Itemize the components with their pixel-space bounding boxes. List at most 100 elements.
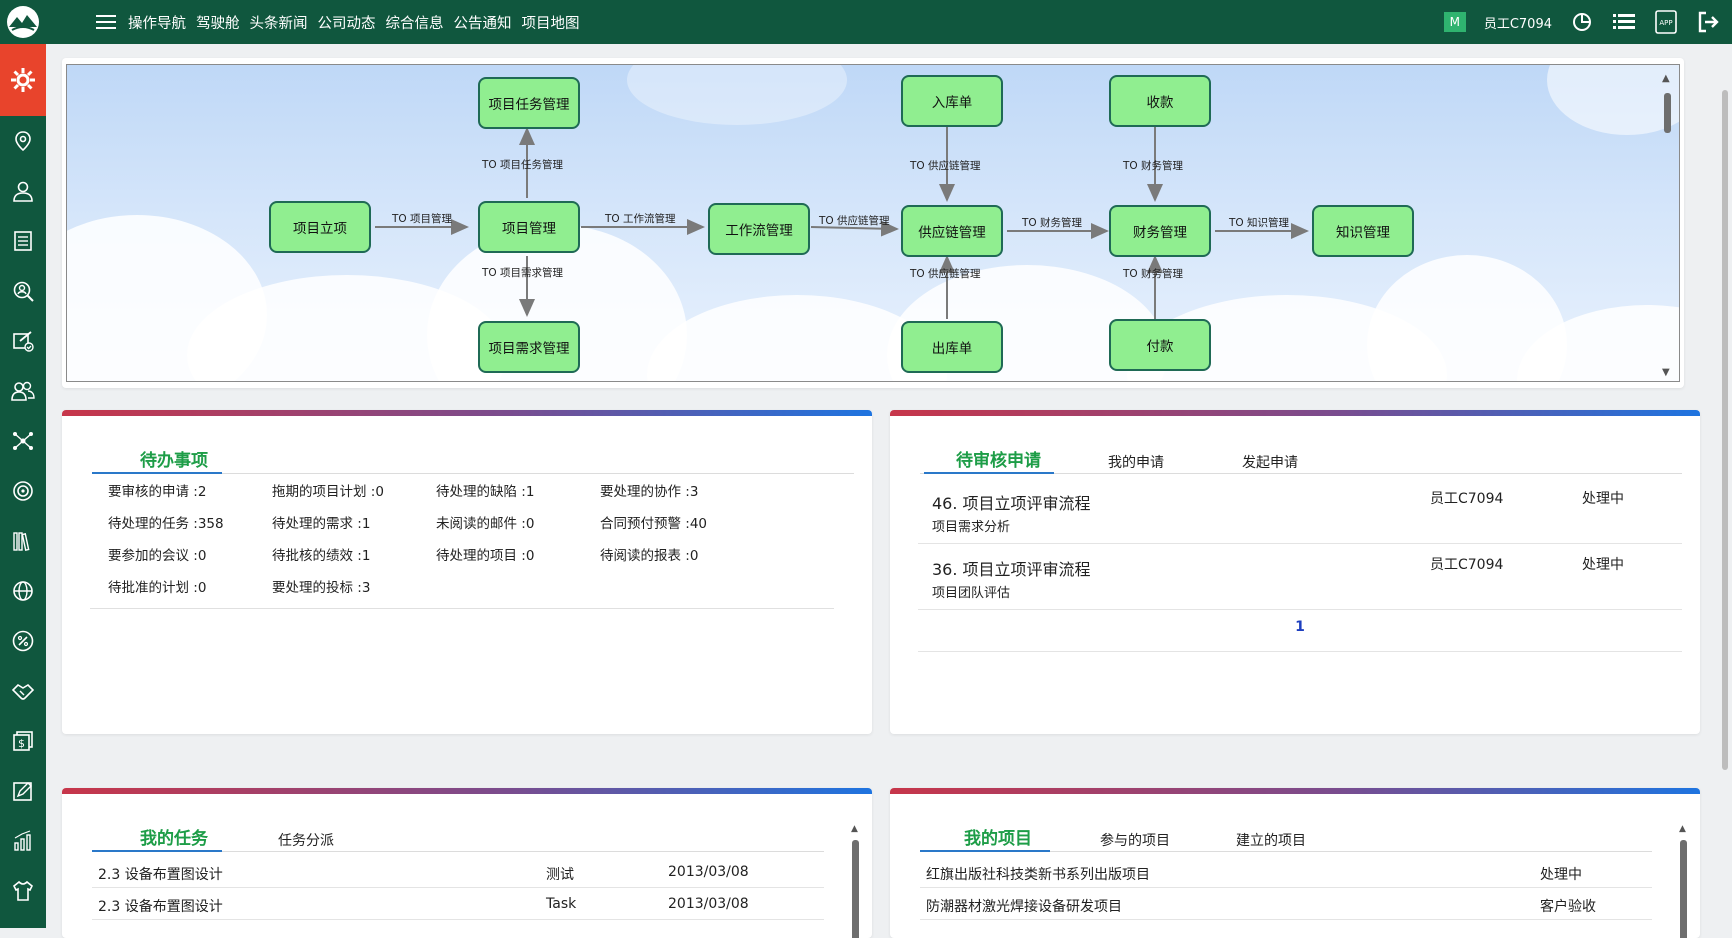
project-name[interactable]: 防潮器材激光焊接设备研发项目 (926, 899, 1122, 915)
nav-company-news[interactable]: 公司动态 (317, 15, 376, 32)
tab-todo[interactable]: 待办事项 (140, 451, 208, 471)
todo-item[interactable]: 未阅读的邮件 :0 (436, 516, 535, 532)
edge-label-to-task: TO 项目任务管理 (482, 159, 564, 171)
todo-item[interactable]: 待处理的任务 :358 (108, 516, 224, 532)
tab-start-application[interactable]: 发起申请 (1242, 455, 1298, 471)
user-name[interactable]: 员工C7094 (1483, 16, 1552, 32)
active-tab-underline (92, 472, 222, 474)
node-receipt[interactable]: 收款 (1109, 75, 1211, 127)
table-row[interactable]: 防潮器材激光焊接设备研发项目 客户验收 (920, 888, 1652, 920)
edge-label-to-supply-in: TO 供应链管理 (910, 160, 981, 172)
table-row[interactable]: 2.3 设备布置图设计 测试 2013/03/08 (92, 856, 824, 888)
pie-chart-icon[interactable] (1570, 10, 1594, 34)
nav-operation-guide[interactable]: 操作导航 (128, 15, 186, 32)
todo-item[interactable]: 要参加的会议 :0 (108, 548, 207, 564)
todo-item[interactable]: 待处理的项目 :0 (436, 548, 535, 564)
node-payment[interactable]: 付款 (1109, 319, 1211, 371)
page-number[interactable]: 1 (1295, 619, 1305, 635)
node-finance[interactable]: 财务管理 (1109, 205, 1211, 257)
sidebar-item-handshake[interactable] (0, 666, 46, 716)
application-title[interactable]: 36. 项目立项评审流程 (932, 560, 1091, 579)
edit-check-icon (13, 331, 34, 352)
tab-task-assignment[interactable]: 任务分派 (278, 833, 334, 849)
node-project-mgmt[interactable]: 项目管理 (478, 201, 580, 253)
todo-item[interactable]: 待批准的计划 :0 (108, 580, 207, 596)
todo-item[interactable]: 合同预付预警 :40 (600, 516, 708, 532)
nav-cockpit[interactable]: 驾驶舱 (196, 15, 240, 32)
projects-scrollbar[interactable]: ▲ (1678, 824, 1688, 938)
node-stock-out[interactable]: 出库单 (901, 321, 1003, 373)
nav-announcements[interactable]: 公告通知 (453, 15, 512, 32)
sidebar-item-document[interactable] (0, 216, 46, 266)
node-project-setup[interactable]: 项目立项 (269, 201, 371, 253)
logo[interactable] (0, 0, 46, 44)
flow-scrollbar[interactable]: ▲ ▼ (1661, 73, 1673, 381)
node-stock-in[interactable]: 入库单 (901, 75, 1003, 127)
sidebar-item-target[interactable] (0, 466, 46, 516)
scroll-down-icon[interactable]: ▼ (1662, 367, 1670, 378)
todo-item[interactable]: 待处理的缺陷 :1 (436, 484, 535, 500)
sidebar-item-percent[interactable] (0, 616, 46, 666)
sidebar-item-user[interactable] (0, 166, 46, 216)
page-scrollbar[interactable] (1722, 90, 1728, 770)
sidebar-item-network[interactable] (0, 416, 46, 466)
logout-icon[interactable] (1696, 10, 1720, 34)
tab-joined-projects[interactable]: 参与的项目 (1100, 833, 1170, 849)
handshake-icon (11, 683, 35, 700)
list-icon[interactable] (1612, 10, 1636, 34)
node-supply-chain[interactable]: 供应链管理 (901, 205, 1003, 257)
todo-item[interactable]: 待批核的绩效 :1 (272, 548, 371, 564)
node-knowledge[interactable]: 知识管理 (1312, 205, 1414, 257)
project-name[interactable]: 红旗出版社科技类新书系列出版项目 (926, 867, 1150, 883)
sidebar-item-library[interactable] (0, 516, 46, 566)
flow-scroll-thumb[interactable] (1664, 93, 1671, 133)
application-title[interactable]: 46. 项目立项评审流程 (932, 494, 1091, 513)
todo-item[interactable]: 拖期的项目计划 :0 (272, 484, 384, 500)
sidebar-item-settings[interactable] (0, 44, 46, 116)
node-project-req[interactable]: 项目需求管理 (478, 321, 580, 373)
tasks-scrollbar[interactable]: ▲ (850, 824, 860, 938)
todo-item[interactable]: 要处理的协作 :3 (600, 484, 699, 500)
user-badge[interactable]: M (1443, 12, 1466, 32)
todo-item[interactable]: 待阅读的报表 :0 (600, 548, 699, 564)
sidebar-item-shirt[interactable] (0, 866, 46, 916)
task-name[interactable]: 2.3 设备布置图设计 (98, 899, 223, 915)
scroll-up-icon[interactable]: ▲ (1679, 824, 1686, 834)
node-workflow[interactable]: 工作流管理 (708, 203, 810, 255)
scroll-up-icon[interactable]: ▲ (1662, 73, 1670, 84)
panel-accent-bar (890, 410, 1700, 416)
tab-created-projects[interactable]: 建立的项目 (1236, 833, 1306, 849)
sidebar-item-edit[interactable] (0, 766, 46, 816)
sidebar-item-bar-chart[interactable] (0, 816, 46, 866)
target-icon (13, 481, 33, 501)
sidebar-item-globe[interactable] (0, 566, 46, 616)
table-row[interactable]: 红旗出版社科技类新书系列出版项目 处理中 (920, 856, 1652, 888)
sidebar-item-money[interactable]: $ (0, 716, 46, 766)
nav-general-info[interactable]: 综合信息 (385, 15, 444, 32)
tab-pending-review[interactable]: 待审核申请 (956, 451, 1041, 471)
todo-item[interactable]: 要审核的申请 :2 (108, 484, 207, 500)
tab-my-applications[interactable]: 我的申请 (1108, 455, 1164, 471)
tasks-scroll-thumb[interactable] (852, 840, 859, 938)
scroll-up-icon[interactable]: ▲ (851, 824, 858, 834)
table-row[interactable]: 36. 项目立项评审流程 项目团队评估 员工C7094 处理中 (918, 544, 1682, 610)
sidebar-item-location[interactable] (0, 116, 46, 166)
tab-my-projects[interactable]: 我的项目 (964, 829, 1032, 849)
nav-project-map[interactable]: 项目地图 (521, 15, 580, 32)
active-tab-underline (924, 472, 1054, 474)
sidebar-item-search-user[interactable] (0, 266, 46, 316)
table-row[interactable]: 46. 项目立项评审流程 项目需求分析 员工C7094 处理中 (918, 478, 1682, 544)
projects-scroll-thumb[interactable] (1680, 840, 1687, 938)
nav-headlines[interactable]: 头条新闻 (249, 15, 308, 32)
node-project-task[interactable]: 项目任务管理 (478, 77, 580, 129)
task-name[interactable]: 2.3 设备布置图设计 (98, 867, 223, 883)
todo-item[interactable]: 要处理的投标 :3 (272, 580, 371, 596)
sidebar-item-edit-check[interactable] (0, 316, 46, 366)
todo-item[interactable]: 待处理的需求 :1 (272, 516, 371, 532)
todo-tabs: 待办事项 (92, 450, 854, 474)
menu-toggle-icon[interactable] (96, 12, 116, 32)
app-icon[interactable]: APP (1654, 10, 1678, 34)
tab-my-tasks[interactable]: 我的任务 (140, 829, 208, 849)
sidebar-item-users[interactable] (0, 366, 46, 416)
table-row[interactable]: 2.3 设备布置图设计 Task 2013/03/08 (92, 888, 824, 920)
